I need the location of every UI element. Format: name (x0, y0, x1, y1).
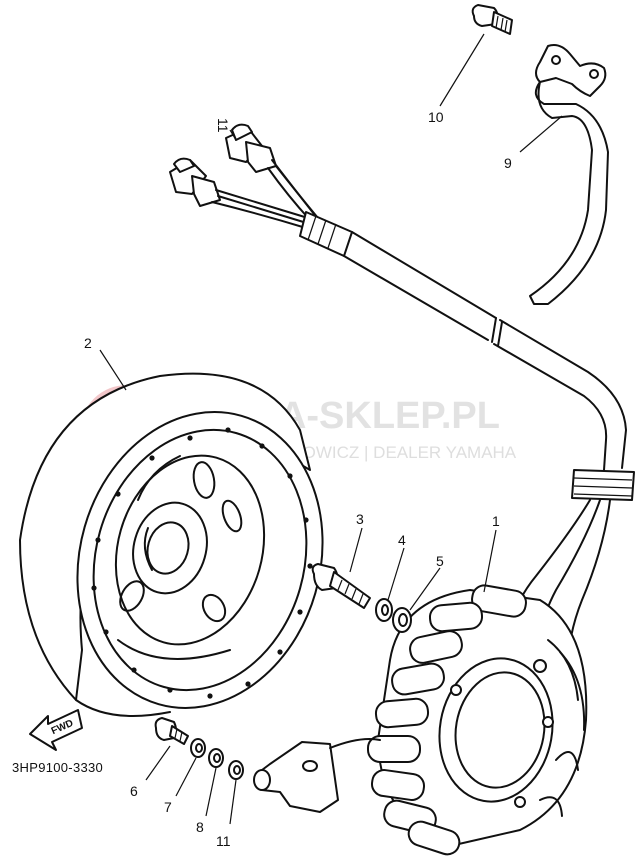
washer-7 (190, 738, 206, 758)
callout-3: 3 (356, 511, 364, 527)
fwd-arrow: FWD (29, 709, 83, 751)
washer-11 (228, 760, 244, 780)
callout-7: 7 (164, 799, 172, 815)
pickup-coil (253, 738, 381, 813)
callout-11-upper: 11 (215, 118, 231, 133)
wire-harness (169, 123, 635, 661)
callouts: 1 2 3 4 5 6 7 8 9 10 11 11 (84, 109, 512, 849)
rim-holes (91, 427, 313, 699)
washer-5 (392, 607, 412, 633)
washer-8 (208, 748, 224, 768)
screw-6 (154, 717, 189, 745)
bolt-3 (311, 563, 371, 609)
leader-lines (99, 33, 563, 825)
callout-10: 10 (428, 109, 444, 125)
flywheel-rotor-2 (19, 372, 324, 717)
bolt-10 (471, 4, 513, 35)
callout-6: 6 (130, 783, 138, 799)
callout-4: 4 (398, 532, 406, 548)
stator-poles (367, 584, 527, 856)
washer-4 (375, 598, 393, 622)
callout-8: 8 (196, 819, 204, 835)
callout-2: 2 (84, 335, 92, 351)
wire-clamp-bracket-9 (529, 44, 609, 305)
stator-assembly-1 (367, 584, 588, 856)
part-code: 3HP9100-3330 (12, 760, 103, 775)
callout-9: 9 (504, 155, 512, 171)
callout-5: 5 (436, 553, 444, 569)
callout-11-lower: 11 (216, 833, 231, 849)
callout-1: 1 (492, 513, 500, 529)
